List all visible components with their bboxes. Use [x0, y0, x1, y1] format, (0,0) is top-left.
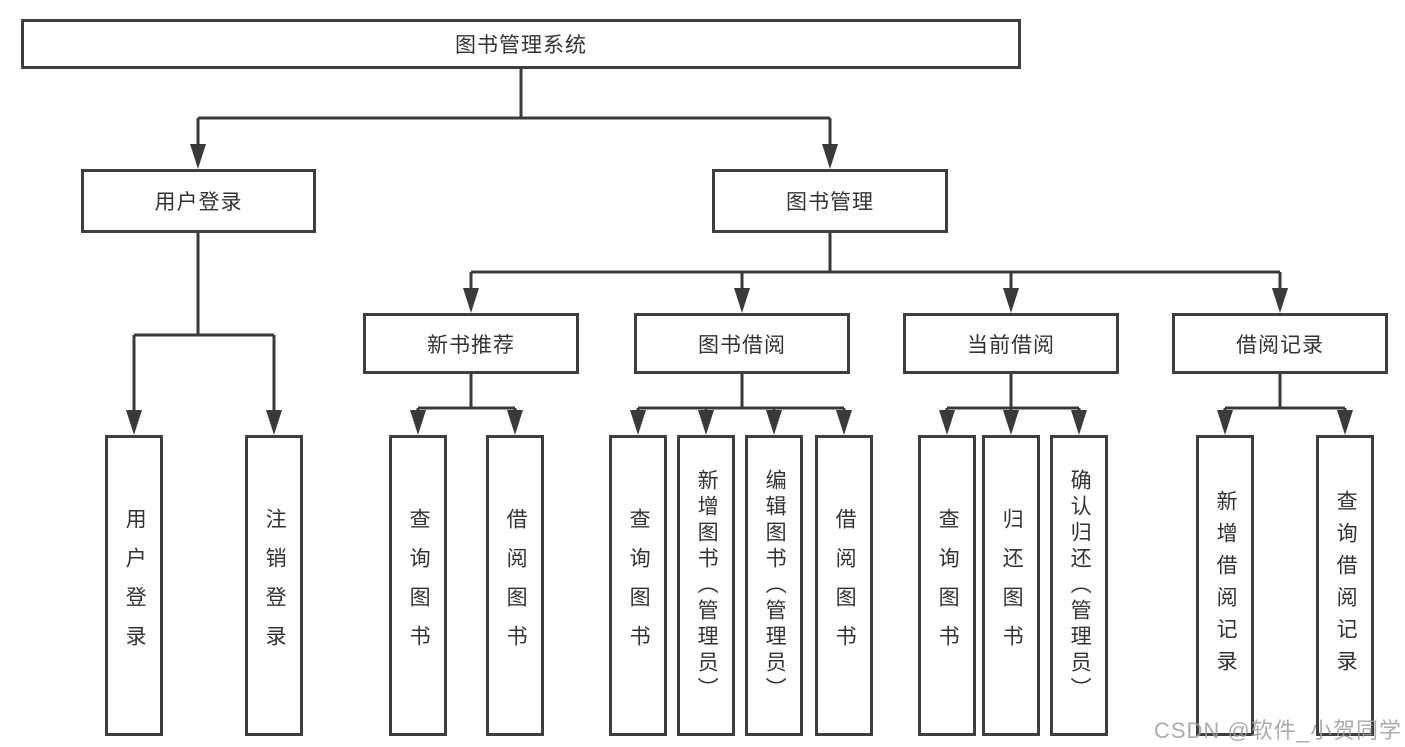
- edge-current-to-leaves: [945, 374, 1081, 413]
- node-label: 当前借阅: [967, 333, 1055, 357]
- leaf-label: 查询借阅记录: [1334, 489, 1358, 682]
- edge-root-to-level2: [196, 69, 832, 146]
- node-new-book-recommendation: 新书推荐: [363, 313, 579, 374]
- leaf-label: 新增借阅记录: [1214, 489, 1238, 682]
- csdn-watermark: CSDN @软件_小贺同学: [1153, 718, 1402, 743]
- leaf-nbr-query-books: 查询图书: [389, 435, 447, 736]
- node-label: 借阅记录: [1236, 333, 1324, 357]
- leaf-label: 借阅图书: [833, 507, 857, 664]
- leaf-label: 查询图书: [407, 507, 431, 664]
- leaf-label: 注销登录: [263, 507, 287, 664]
- node-label: 用户登录: [154, 191, 243, 214]
- edge-records-to-leaves: [1223, 374, 1347, 413]
- node-book-borrowing: 图书借阅: [634, 313, 850, 374]
- node-book-management: 图书管理: [712, 169, 948, 233]
- leaf-logout: 注销登录: [245, 435, 303, 736]
- node-label: 图书管理系统: [455, 34, 587, 57]
- node-label: 新书推荐: [427, 333, 515, 357]
- leaf-cb-confirm-return-admin: 确认归还（管理员）: [1050, 435, 1108, 736]
- edge-borrow-to-leaves: [636, 374, 846, 413]
- leaf-br-add-borrow-record: 新增借阅记录: [1196, 435, 1254, 736]
- leaf-nbr-borrow-books: 借阅图书: [486, 435, 544, 736]
- node-library-management-system: 图书管理系统: [21, 19, 1021, 69]
- leaf-user-login: 用户登录: [105, 435, 163, 736]
- leaf-bb-edit-book-admin: 编辑图书（管理员）: [745, 435, 803, 736]
- leaf-cb-query-books: 查询图书: [918, 435, 976, 736]
- leaf-label: 确认归还（管理员）: [1068, 468, 1092, 703]
- leaf-bb-add-book-admin: 新增图书（管理员）: [677, 435, 735, 736]
- leaf-label: 归还图书: [1000, 507, 1024, 664]
- node-user-login: 用户登录: [81, 169, 316, 233]
- leaf-br-query-borrow-record: 查询借阅记录: [1316, 435, 1374, 736]
- leaf-label: 编辑图书（管理员）: [763, 468, 787, 703]
- leaf-cb-return-books: 归还图书: [982, 435, 1040, 736]
- node-current-borrowing: 当前借阅: [903, 313, 1119, 374]
- leaf-label: 查询图书: [936, 507, 960, 664]
- leaf-label: 用户登录: [123, 507, 147, 664]
- leaf-label: 新增图书（管理员）: [695, 468, 719, 703]
- node-borrowing-records: 借阅记录: [1172, 313, 1388, 374]
- leaf-bb-borrow-books: 借阅图书: [815, 435, 873, 736]
- leaf-bb-query-books: 查询图书: [609, 435, 667, 736]
- arrowheads: [126, 144, 1353, 435]
- leaf-label: 查询图书: [627, 507, 651, 664]
- edge-newbook-to-leaves: [416, 374, 517, 413]
- edge-bookmgmt-to-level3: [469, 233, 1282, 292]
- node-label: 图书管理: [786, 191, 874, 214]
- node-label: 图书借阅: [698, 333, 786, 357]
- leaf-label: 借阅图书: [504, 507, 528, 664]
- edge-userlogin-to-leaves: [132, 233, 276, 413]
